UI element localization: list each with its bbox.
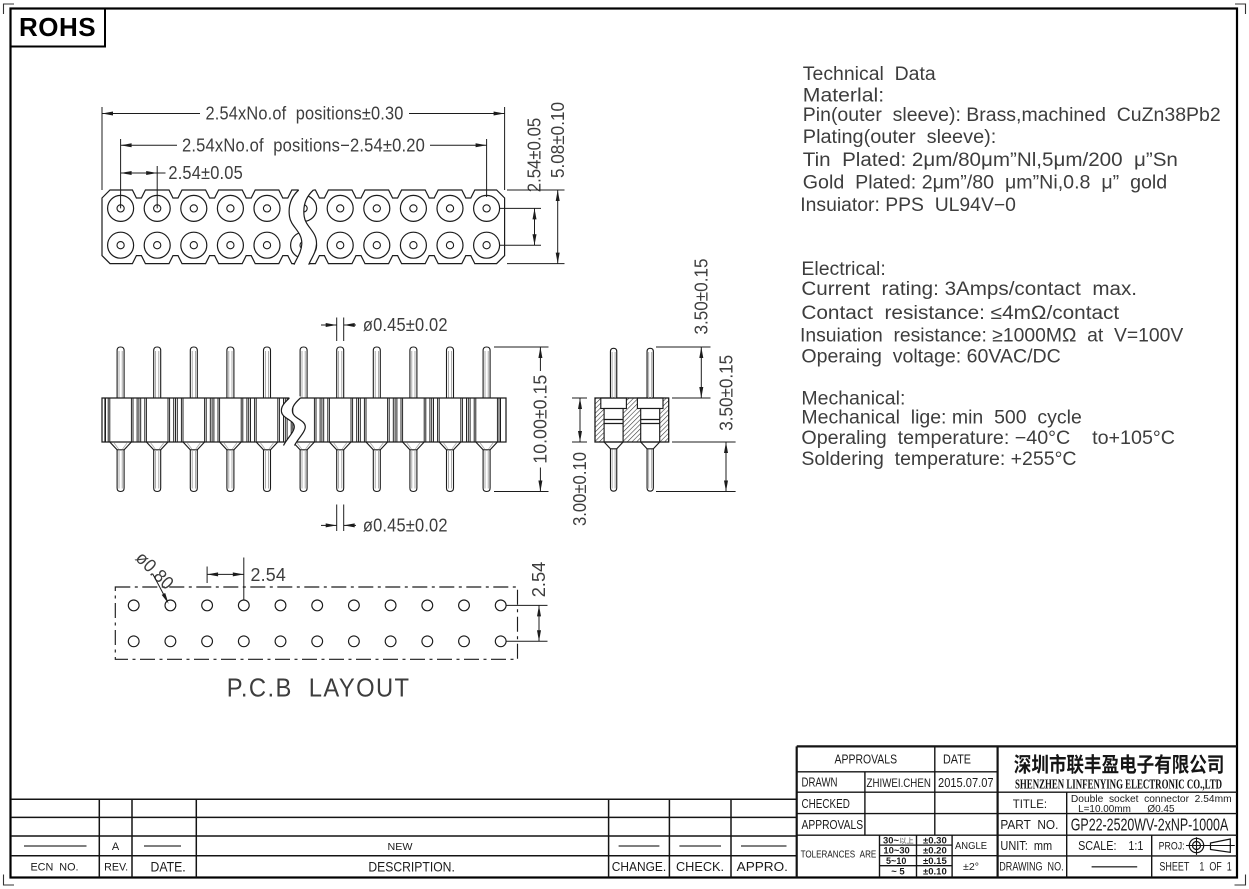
svg-text:ANGLE: ANGLE [955,840,987,852]
svg-text:Mechanical lige: min 500 cy: Mechanical lige: min 500 cycle [801,408,1081,429]
svg-text:3.50±0.15: 3.50±0.15 [691,259,712,335]
svg-text:Soldering temperature: +255°C: Soldering temperature: +255°C [801,449,1076,470]
svg-text:2.54xNo.of positions−2.54±0.2: 2.54xNo.of positions−2.54±0.20 [182,135,425,156]
svg-text:ECN NO.: ECN NO. [30,862,78,874]
svg-text:SHEET 1 OF 1: SHEET 1 OF 1 [1159,862,1231,874]
svg-text:2.54: 2.54 [528,562,549,598]
svg-text:2015.07.07: 2015.07.07 [938,776,994,790]
svg-text:Contact resistance: ≤4mΩ/cont: Contact resistance: ≤4mΩ/contact [801,303,1120,324]
svg-text:5~10: 5~10 [886,856,906,867]
svg-text:DRAWN: DRAWN [802,776,838,790]
svg-text:Materlal:: Materlal: [803,86,884,107]
svg-text:±0.30: ±0.30 [923,835,947,846]
svg-text:2.54±0.05: 2.54±0.05 [524,118,545,193]
svg-text:PROJ:: PROJ: [1159,841,1185,853]
svg-text:Double socket connector 2.5: Double socket connector 2.54mm [1071,793,1232,805]
svg-text:2.54±0.05: 2.54±0.05 [168,162,243,183]
svg-text:SCALE: 1:1: SCALE: 1:1 [1078,838,1143,853]
svg-text:Tin Plated: 2μm/80μm”Nl,5μm/2: Tin Plated: 2μm/80μm”Nl,5μm/200 μ”Sn [803,150,1178,171]
svg-text:TITLE:: TITLE: [1013,799,1047,811]
svg-text:APPROVALS: APPROVALS [802,818,864,832]
svg-text:CHECKED: CHECKED [802,797,850,811]
svg-text:Insuiator: PPS UL94V−0: Insuiator: PPS UL94V−0 [800,195,1016,216]
svg-text:~ 5: ~ 5 [891,867,905,878]
svg-text:2.54xNo.of positions±0.30: 2.54xNo.of positions±0.30 [206,103,404,124]
svg-text:±0.15: ±0.15 [923,856,948,867]
svg-text:APPROVALS: APPROVALS [835,753,898,767]
svg-text:Pin(outer sleeve): Brass,mach: Pin(outer sleeve): Brass,machined CuZn38… [803,105,1221,126]
svg-text:GP22-2520WV-2xNP-1000A: GP22-2520WV-2xNP-1000A [1071,815,1229,835]
svg-text:Plating(outer sleeve):: Plating(outer sleeve): [803,127,997,148]
svg-text:CHECK.: CHECK. [676,860,724,874]
svg-text:Mechanical:: Mechanical: [801,389,905,410]
svg-text:ø0.45±0.02: ø0.45±0.02 [363,515,448,536]
svg-text:±0.20: ±0.20 [923,846,947,857]
svg-text:Current rating: 3Amps/contact: Current rating: 3Amps/contact max. [801,279,1137,300]
svg-text:DRAWING NO.: DRAWING NO. [999,862,1063,874]
svg-text:ROHS: ROHS [19,12,96,42]
svg-text:±2°: ±2° [963,861,979,873]
svg-text:Operaling temperature: −40°C: Operaling temperature: −40°C to+105°C [801,428,1175,449]
svg-text:ø0.45±0.02: ø0.45±0.02 [363,314,448,335]
svg-text:TOLERANCES ARE: TOLERANCES ARE [801,849,877,860]
svg-text:SHENZHEN LINFENYING ELECTRONIC: SHENZHEN LINFENYING ELECTRONIC CO.,LTD [1015,777,1222,792]
svg-text:Insuiation resistance: ≥1000M: Insuiation resistance: ≥1000MΩ at V=100V [800,326,1184,347]
svg-text:PART NO.: PART NO. [1000,818,1058,832]
svg-text:30~: 30~ [883,835,899,846]
svg-text:Operaing voltage: 60VAC/DC: Operaing voltage: 60VAC/DC [801,347,1060,368]
svg-text:APPRO.: APPRO. [737,860,788,874]
svg-text:Electrical:: Electrical: [801,259,885,280]
svg-text:A: A [112,841,120,853]
svg-text:3.50±0.15: 3.50±0.15 [715,355,736,431]
svg-text:10~30: 10~30 [883,846,909,857]
svg-text:L=10.00mm Ø0.45: L=10.00mm Ø0.45 [1078,803,1175,815]
svg-text:2.54: 2.54 [251,564,287,585]
svg-text:DATE.: DATE. [151,859,186,875]
svg-text:CHANGE.: CHANGE. [612,860,666,874]
svg-text:Technical Data: Technical Data [803,64,936,85]
svg-text:Gold Plated: 2μm”/80 μm”Ni,0: Gold Plated: 2μm”/80 μm”Ni,0.8 μ” gold [803,173,1167,194]
svg-text:10.00±0.15: 10.00±0.15 [530,375,551,464]
svg-text:REV.: REV. [104,862,128,874]
svg-text:5.08±0.10: 5.08±0.10 [547,102,568,178]
svg-text:UNIT: mm: UNIT: mm [1000,838,1052,853]
svg-text:ZHIWEI.CHEN: ZHIWEI.CHEN [867,776,931,790]
svg-text:3.00±0.10: 3.00±0.10 [569,452,590,526]
svg-text:±0.10: ±0.10 [923,867,947,878]
svg-text:P.C.B LAYOUT: P.C.B LAYOUT [227,675,411,703]
svg-text:DATE: DATE [943,753,971,767]
svg-text:NEW: NEW [388,841,413,853]
svg-text:DESCRIPTION.: DESCRIPTION. [368,859,455,875]
